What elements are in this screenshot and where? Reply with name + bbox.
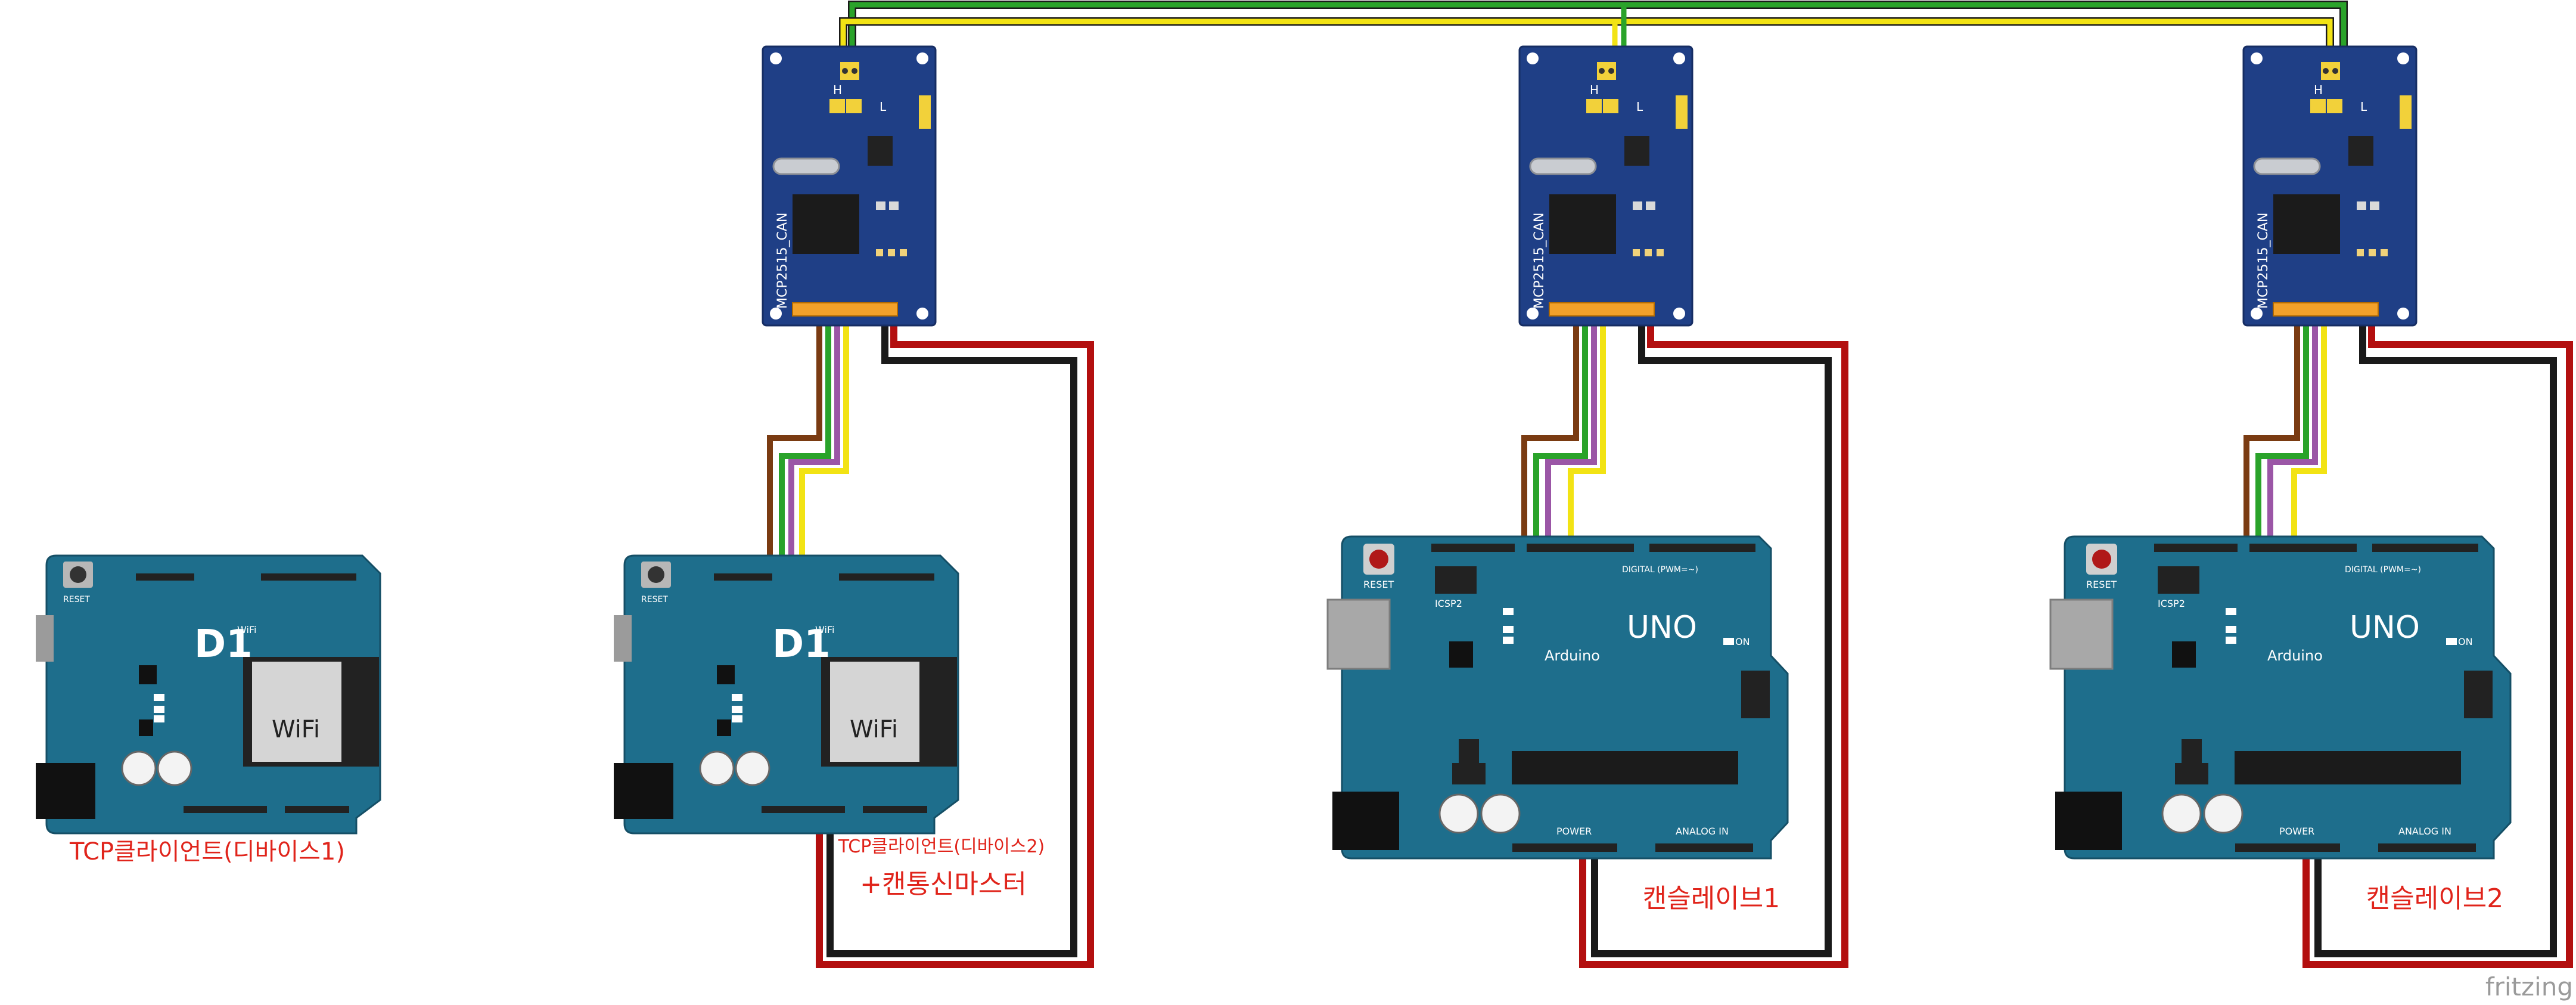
can-module-master: MCP2515_CAN H L: [762, 45, 937, 327]
uno-icsp2-label: ICSP2: [2158, 598, 2185, 609]
wemos-reset-label: RESET: [63, 595, 90, 604]
wemos-wifi-sub: WiFi: [815, 624, 834, 635]
can-module-slave1: MCP2515_CAN H L: [1518, 45, 1693, 327]
wemos-reset-label: RESET: [641, 595, 668, 604]
arduino-uno-slave2: UNO Arduino RESET ICSP2 ON DIGITAL (PWM=…: [2049, 535, 2512, 860]
uno-analog-label: ANALOG IN: [1676, 826, 1729, 837]
uno-on-label: ON: [1735, 636, 1750, 647]
caption-slave2: 캔슬레이브2: [2366, 883, 2503, 914]
wemos-module-label: WiFi: [850, 716, 898, 743]
caption-device2-line1: TCP클라이언트(디바이스2): [838, 836, 1045, 857]
uno-digital-label: DIGITAL (PWM=~): [2345, 565, 2421, 575]
fritzing-watermark: fritzing: [2485, 972, 2573, 1001]
wemos-wifi-sub: WiFi: [237, 624, 256, 635]
wemos-d1-device2: D1 WiFi WiFi RESET: [613, 554, 959, 835]
uno-brand: Arduino: [2267, 647, 2323, 664]
can-jumper-h: H: [2314, 83, 2323, 97]
uno-power-label: POWER: [1556, 826, 1592, 837]
uno-model: UNO: [1627, 610, 1697, 646]
master-wires: [767, 322, 1094, 968]
can-module-name: MCP2515_CAN: [1532, 213, 1547, 309]
uno-on-label: ON: [2458, 636, 2473, 647]
uno-analog-label: ANALOG IN: [2398, 826, 2451, 837]
uno-power-label: POWER: [2279, 826, 2314, 837]
uno-reset-label: RESET: [1363, 579, 1394, 590]
can-jumper-h: H: [833, 83, 842, 97]
uno-model: UNO: [2350, 610, 2420, 646]
can-module-name: MCP2515_CAN: [775, 213, 790, 309]
can-jumper-l: L: [2360, 100, 2367, 114]
uno-brand: Arduino: [1545, 647, 1600, 664]
arduino-uno-slave1: UNO Arduino RESET ICSP2 ON DIGITAL (PWM=…: [1326, 535, 1789, 860]
can-module-slave2: MCP2515_CAN H L: [2242, 45, 2417, 327]
caption-device2-line2: +캔통신마스터: [860, 869, 1027, 899]
slave2-wires: [2243, 322, 2573, 968]
wemos-brand: D1: [194, 622, 253, 666]
wemos-d1-device1: D1 WiFi WiFi RESET: [35, 554, 381, 835]
can-jumper-l: L: [1636, 100, 1643, 114]
can-jumper-l: L: [880, 100, 887, 114]
can-jumper-h: H: [1590, 83, 1599, 97]
wemos-brand: D1: [772, 622, 831, 666]
can-module-name: MCP2515_CAN: [2256, 213, 2271, 309]
wemos-module-label: WiFi: [272, 716, 320, 743]
uno-reset-label: RESET: [2086, 579, 2117, 590]
caption-device1: TCP클라이언트(디바이스1): [69, 838, 345, 866]
uno-digital-label: DIGITAL (PWM=~): [1622, 565, 1698, 575]
caption-slave1: 캔슬레이브1: [1643, 883, 1780, 914]
slave1-wires: [1521, 322, 1848, 968]
uno-icsp2-label: ICSP2: [1435, 598, 1462, 609]
